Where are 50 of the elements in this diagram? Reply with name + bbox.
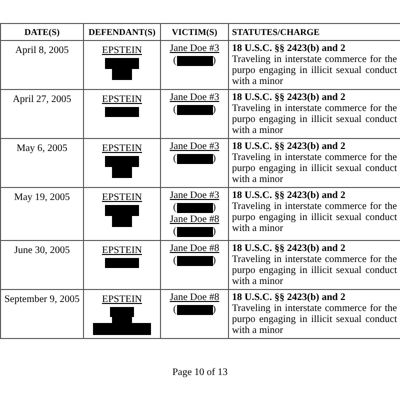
statute-citation: 18 U.S.C. §§ 2423(b) and 2 bbox=[232, 190, 346, 201]
statute-citation: 18 U.S.C. §§ 2423(b) and 2 bbox=[232, 243, 346, 254]
victim-name: Jane Doe #8 bbox=[170, 292, 220, 304]
statute-citation: 18 U.S.C. §§ 2423(b) and 2 bbox=[232, 292, 346, 303]
parenthesis: ) bbox=[212, 202, 216, 214]
parenthesis: ( bbox=[173, 202, 176, 214]
defendant-name: EPSTEIN bbox=[102, 191, 142, 205]
defendant-name: EPSTEIN bbox=[102, 93, 142, 107]
parenthesis: ) bbox=[212, 104, 216, 116]
column-header: STATUTES/CHARGE bbox=[232, 27, 320, 37]
charge-description: Traveling in interstate commerce for the purpo engaging in illicit sexual conduct with a minor bbox=[232, 54, 397, 87]
victim-name: Jane Doe #3 bbox=[170, 190, 220, 202]
column-header: DEFENDANT(S) bbox=[88, 27, 156, 37]
charge-description: Traveling in interstate commerce for the purpo engaging in illicit sexual conduct with a minor bbox=[232, 201, 397, 234]
victim-name: Jane Doe #3 bbox=[170, 43, 220, 55]
page-number: Page 10 of 13 bbox=[172, 366, 228, 380]
defendant-name: EPSTEIN bbox=[102, 244, 142, 258]
date-text: May 19, 2005 bbox=[14, 192, 70, 203]
date-text: May 6, 2005 bbox=[16, 143, 68, 154]
charge-description: Traveling in interstate commerce for the purpo engaging in illicit sexual conduct with a minor bbox=[232, 254, 397, 287]
parenthesis: ) bbox=[212, 153, 216, 165]
parenthesis: ) bbox=[212, 255, 216, 267]
statute-citation: 18 U.S.C. §§ 2423(b) and 2 bbox=[232, 141, 346, 152]
charge-description: Traveling in interstate commerce for the purpo engaging in illicit sexual conduct with a minor bbox=[232, 303, 397, 336]
parenthesis: ( bbox=[173, 304, 176, 316]
defendant-name: EPSTEIN bbox=[102, 44, 142, 58]
victim-name: Jane Doe #8 bbox=[170, 243, 220, 255]
statute-citation: 18 U.S.C. §§ 2423(b) and 2 bbox=[232, 43, 346, 54]
parenthesis: ( bbox=[173, 153, 176, 165]
date-text: September 9, 2005 bbox=[4, 294, 80, 305]
column-header: DATE(S) bbox=[24, 27, 60, 37]
date-text: April 8, 2005 bbox=[15, 45, 69, 56]
victim-name: Jane Doe #3 bbox=[170, 92, 220, 104]
defendant-name: EPSTEIN bbox=[102, 142, 142, 156]
defendant-name: EPSTEIN bbox=[102, 293, 142, 307]
victim-name: Jane Doe #3 bbox=[170, 141, 220, 153]
column-header: VICTIM(S) bbox=[172, 27, 218, 37]
parenthesis: ( bbox=[173, 55, 176, 67]
date-text: June 30, 2005 bbox=[14, 245, 70, 256]
victim-name: Jane Doe #8 bbox=[170, 214, 220, 226]
date-text: April 27, 2005 bbox=[12, 94, 72, 105]
parenthesis: ) bbox=[212, 304, 216, 316]
parenthesis: ( bbox=[173, 104, 176, 116]
parenthesis: ( bbox=[173, 255, 176, 267]
parenthesis: ( bbox=[173, 226, 176, 238]
parenthesis: ) bbox=[212, 55, 216, 67]
statute-citation: 18 U.S.C. §§ 2423(b) and 2 bbox=[232, 92, 346, 103]
charge-description: Traveling in interstate commerce for the purpo engaging in illicit sexual conduct with a minor bbox=[232, 152, 397, 185]
charge-description: Traveling in interstate commerce for the purpo engaging in illicit sexual conduct with a minor bbox=[232, 103, 397, 136]
parenthesis: ) bbox=[212, 226, 216, 238]
